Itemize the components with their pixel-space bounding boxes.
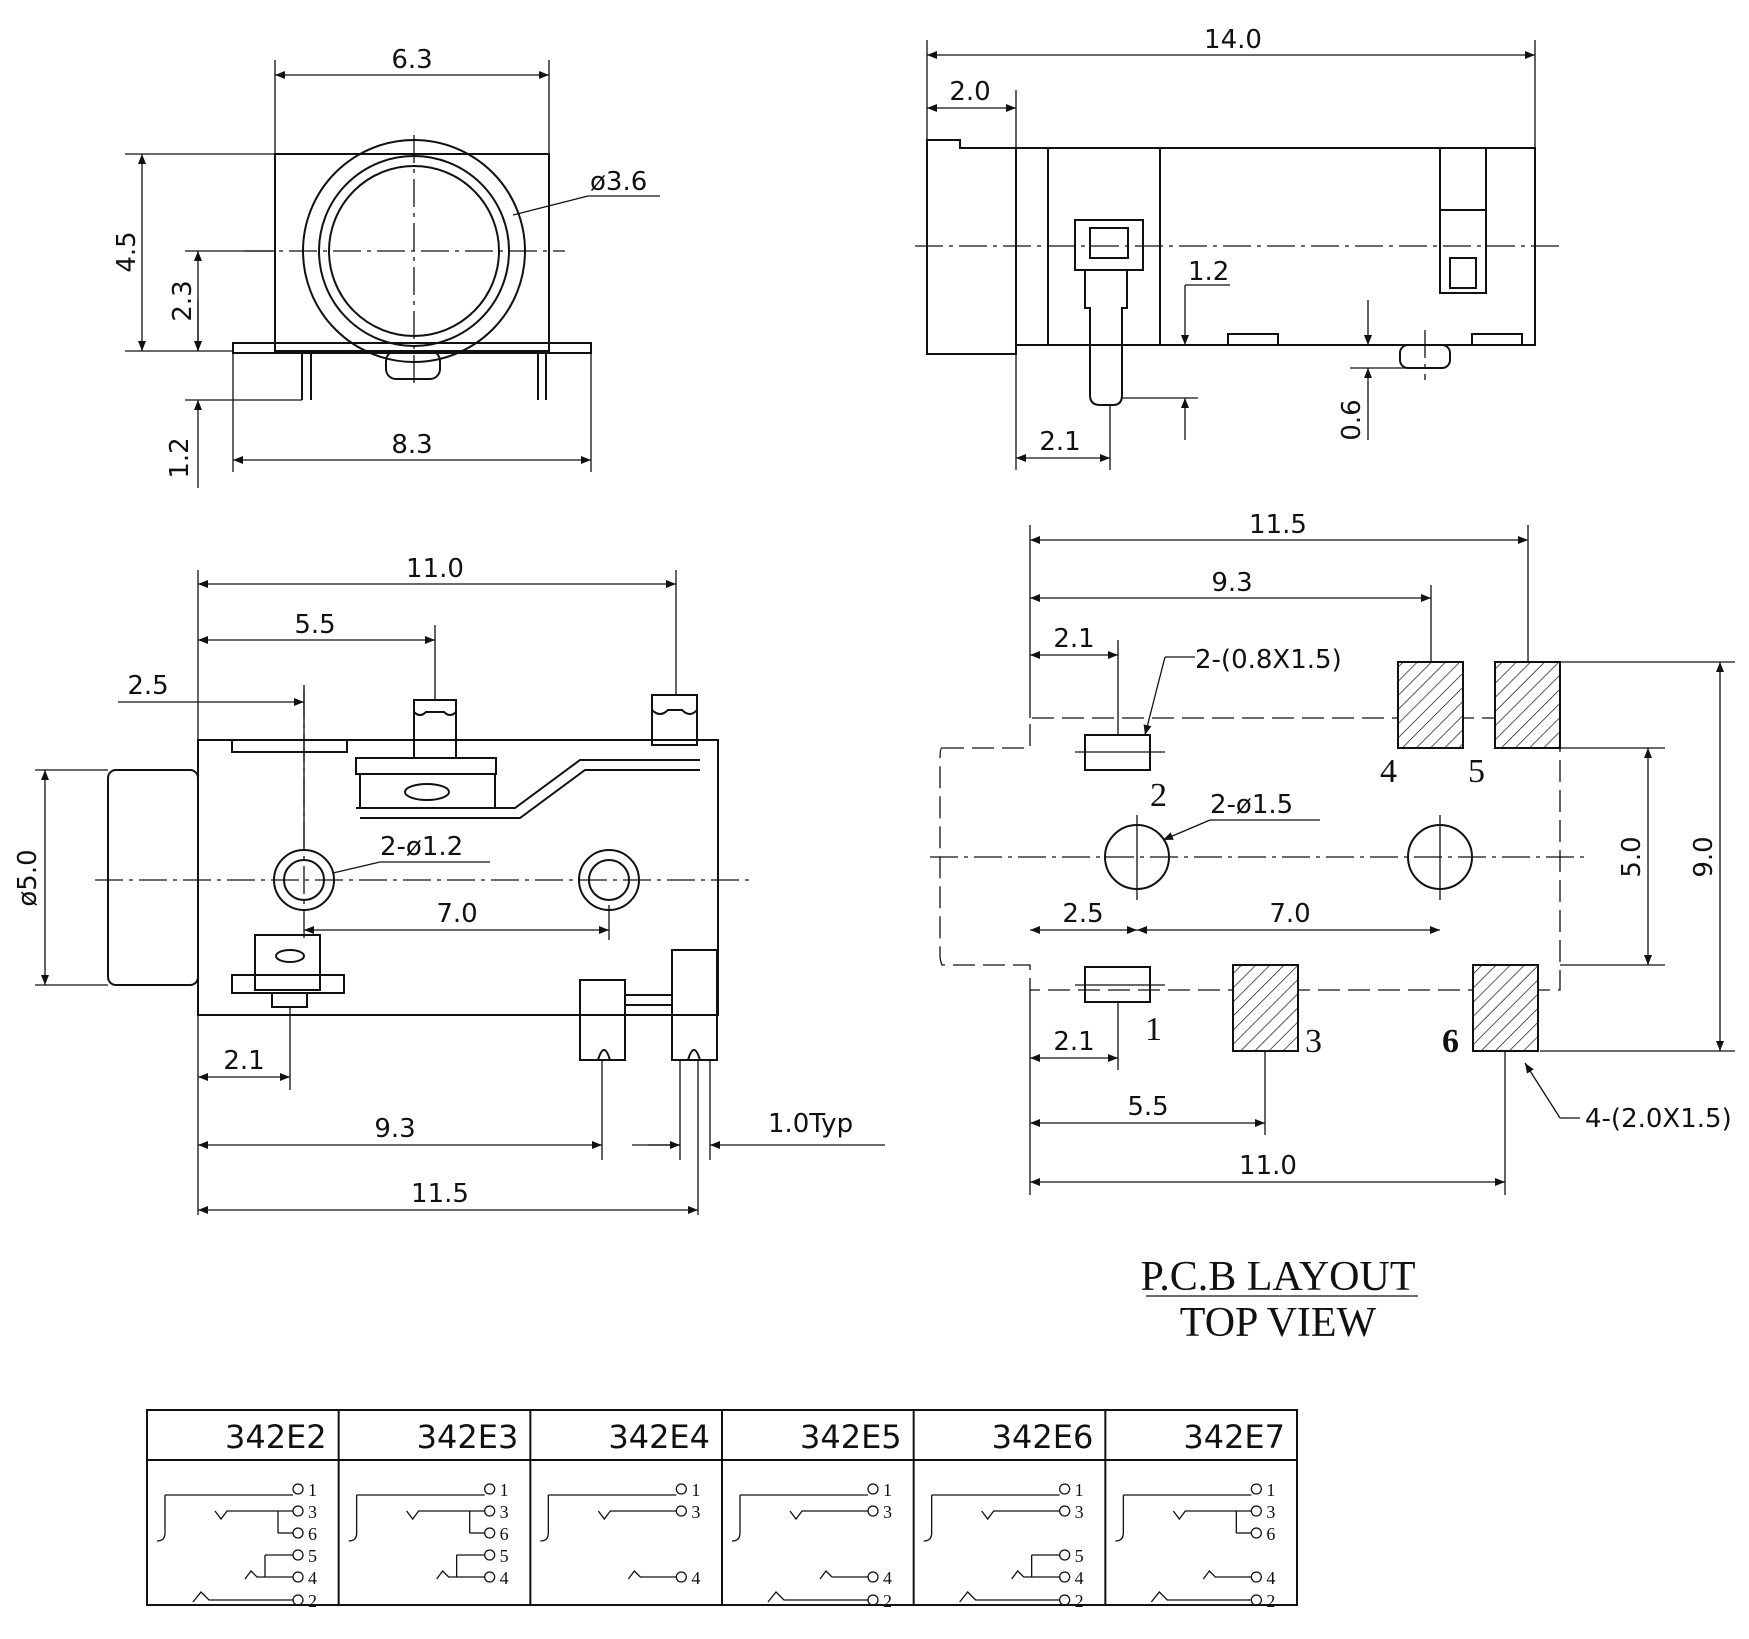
dim-side-standoff: 0.6 [1337,399,1367,440]
variant-pin-label: 1 [1075,1480,1084,1500]
dim-pcb-pad45: 9.3 [1211,568,1252,598]
variant-pin-label: 2 [883,1591,892,1611]
variant-pin-label: 2 [1075,1591,1084,1611]
pcb-subtitle: TOP VIEW [1180,1300,1377,1346]
dim-bottom-front: 2.5 [127,671,168,701]
variant-model-342E3: 342E3 [417,1418,519,1456]
dim-front-base: 8.3 [391,430,432,460]
pcb-pin-6: 6 [1442,1023,1459,1060]
dim-pcb-small-pad: 2.1 [1053,624,1094,654]
dim-side-length: 14.0 [1204,25,1262,55]
variant-pin-label: 5 [308,1546,317,1566]
variant-pin-label: 1 [500,1480,509,1500]
variant-model-342E6: 342E6 [992,1418,1094,1456]
pcb-pin-4: 4 [1380,753,1397,790]
dim-bottom-pin1: 2.1 [223,1046,264,1076]
variant-model-342E2: 342E2 [225,1418,327,1456]
pcb-pin-5: 5 [1468,753,1485,790]
variant-pin-label: 1 [308,1480,317,1500]
variant-table: 342E2136542342E313654342E4134342E5134234… [146,1409,1298,1611]
variant-model-342E5: 342E5 [800,1418,902,1456]
variant-pin-label: 6 [1266,1524,1275,1544]
dim-bottom-pitch: 7.0 [436,899,477,929]
variant-pin-label: 3 [1075,1502,1084,1522]
pcb-outline [939,717,1561,991]
pcb-pin-1: 1 [1145,1011,1162,1048]
bottom-view: 11.0 5.5 2.5 2-ø1.2 7.0 ø5.0 2.1 9.3 [13,554,885,1215]
variant-pin-label: 3 [883,1502,892,1522]
dim-pcb-hole-offset: 2.5 [1062,899,1103,929]
variant-pin-label: 1 [883,1480,892,1500]
dim-bottom-total: 11.5 [411,1179,469,1209]
variant-pin-label: 3 [691,1502,700,1522]
dim-pcb-pin3: 5.5 [1127,1092,1168,1122]
front-view: 6.3 4.5 2.3 1.2 8.3 ø3.6 [112,45,660,488]
dim-pcb-pin6: 11.0 [1239,1151,1297,1181]
variant-pin-label: 3 [308,1502,317,1522]
variant-pin-label: 4 [308,1568,317,1588]
label-pcb-small-pads: 2-(0.8X1.5) [1195,645,1342,675]
pcb-pin-2: 2 [1150,777,1167,814]
label-pcb-large-pads: 4-(2.0X1.5) [1585,1104,1732,1134]
dim-pcb-hole-pitch: 7.0 [1269,899,1310,929]
variant-model-342E4: 342E4 [608,1418,710,1456]
dim-bottom-diameter: ø5.0 [13,849,43,906]
variant-pin-label: 4 [691,1568,700,1588]
dim-bottom-overall: 11.0 [406,554,464,584]
dim-pcb-inner: 5.0 [1617,836,1647,877]
variant-pin-label: 2 [1266,1591,1275,1611]
dim-pcb-total: 11.5 [1249,510,1307,540]
label-pcb-holes: 2-ø1.5 [1210,790,1293,820]
side-view: 14.0 2.0 1.2 2.1 0.6 [915,25,1560,470]
dim-bottom-pin-far: 9.3 [374,1114,415,1144]
variant-pin-label: 3 [1266,1502,1275,1522]
dim-side-lug: 1.2 [1188,257,1229,287]
variant-pin-label: 1 [1266,1480,1275,1500]
variant-model-342E7: 342E7 [1183,1418,1285,1456]
variant-pin-label: 4 [883,1568,892,1588]
dim-side-lug-pos: 2.1 [1039,427,1080,457]
dim-front-center: 2.3 [168,280,198,321]
pcb-pin-3: 3 [1305,1023,1322,1060]
variant-pin-label: 5 [500,1546,509,1566]
variant-pin-label: 6 [308,1524,317,1544]
variant-pin-label: 5 [1075,1546,1084,1566]
dim-front-height: 4.5 [112,231,142,272]
dim-pcb-outer: 9.0 [1689,836,1719,877]
variant-pin-label: 4 [1266,1568,1275,1588]
dim-pcb-pin1: 2.1 [1053,1027,1094,1057]
variant-pin-label: 4 [1075,1568,1084,1588]
variant-pin-label: 4 [500,1568,509,1588]
variant-pin-label: 3 [500,1502,509,1522]
dim-front-pin: 1.2 [165,437,195,478]
dim-bottom-pin-thick: 1.0Typ [768,1109,853,1139]
pcb-layout: 1 2 3 4 5 6 11.5 9.3 2.1 2-(0.8X1.5) 2-ø… [930,510,1735,1346]
dim-bottom-holes: 2-ø1.2 [380,832,463,862]
variant-pin-label: 6 [500,1524,509,1544]
variant-pin-label: 1 [691,1480,700,1500]
pcb-title: P.C.B LAYOUT [1140,1254,1415,1300]
variant-pin-label: 2 [308,1591,317,1611]
dim-bottom-mid: 5.5 [294,610,335,640]
dim-front-bore: ø3.6 [590,167,647,197]
dim-front-width: 6.3 [391,45,432,75]
dim-side-nose: 2.0 [949,77,990,107]
